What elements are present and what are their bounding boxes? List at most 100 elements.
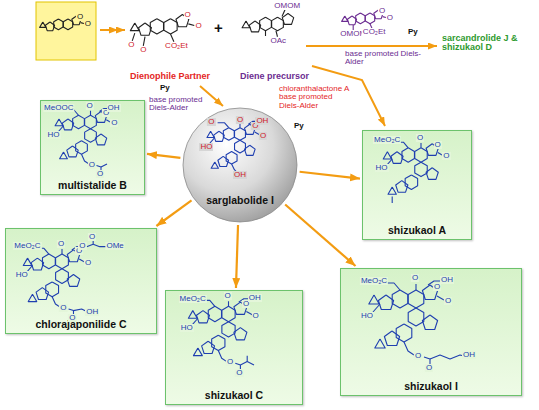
bond-line: [61, 249, 62, 254]
bond-line: [222, 322, 235, 337]
bond-line: [378, 295, 393, 309]
bond-line: [369, 295, 379, 304]
bond-line: [101, 164, 107, 167]
bond-line: [244, 145, 255, 155]
bond-line: [415, 148, 427, 162]
bond-line: [392, 290, 408, 308]
atom-label: O: [414, 352, 422, 360]
atom-label: HO: [375, 164, 389, 172]
bond-line: [247, 356, 248, 362]
atom-label: OH: [248, 294, 262, 302]
bond-line: [130, 23, 139, 31]
atom-label: HO: [360, 312, 374, 320]
molecule: [383, 142, 443, 203]
atom-label: O: [76, 13, 84, 21]
bond-line: [240, 362, 254, 365]
atom-label: MeO₂C: [373, 136, 401, 144]
bond-line: [56, 254, 69, 269]
bond-line: [36, 288, 48, 300]
atom-label: O: [183, 11, 191, 19]
atom-label: O: [433, 141, 441, 149]
atom-label: OH: [85, 308, 99, 316]
bond-line: [222, 306, 235, 321]
bond-line: [85, 129, 97, 143]
atom-label: HO: [180, 324, 194, 332]
atom-label: O: [88, 161, 96, 169]
bond-line: [408, 308, 424, 326]
atom-label: O: [378, 7, 386, 15]
bond-line: [73, 115, 85, 129]
atom-label: O: [411, 274, 419, 282]
atom-label: O: [236, 116, 244, 124]
atom-label: CO₂Et: [164, 42, 189, 50]
atom-label: O: [442, 152, 450, 160]
bond-line: [228, 301, 229, 306]
atom-label: O: [223, 292, 231, 300]
reaction-arrow: [236, 225, 238, 288]
atom-label: MeO₂C: [360, 277, 388, 285]
reaction-arrow: [156, 200, 191, 226]
product-box: shizukaol C: [165, 290, 303, 405]
bond-line: [67, 275, 79, 287]
atom-label: CO₂Et: [362, 28, 387, 36]
atom-label: HO: [47, 131, 61, 139]
atom-label: O: [444, 297, 452, 305]
compound-name: chlorajaponilide C: [35, 318, 126, 333]
bond-line: [415, 162, 427, 176]
atom-label: OH: [462, 351, 476, 359]
atom-label: O: [84, 20, 92, 28]
reaction-label: chloranthalactone A base promoted Diels-…: [279, 85, 355, 110]
bond-line: [342, 16, 348, 21]
atom-label: O: [226, 358, 234, 366]
bond-line: [396, 181, 408, 193]
bond-line: [282, 10, 285, 17]
bond-line: [87, 241, 94, 247]
atom-label: O: [207, 118, 215, 126]
bond-line: [265, 31, 266, 36]
bond-line: [239, 124, 240, 128]
bond-line: [365, 13, 374, 24]
bond-line: [373, 304, 380, 312]
sphere-shape: [183, 108, 297, 222]
bond-line: [85, 115, 97, 129]
product-box: shizukaol I: [340, 268, 522, 396]
start-material-box: [36, 2, 96, 60]
molecule: [207, 121, 260, 171]
bond-line: [426, 168, 438, 180]
bond-line: [28, 294, 37, 301]
compound-name: shizukaol I: [404, 380, 458, 395]
bond-line: [384, 331, 399, 345]
bond-line: [391, 152, 403, 164]
atom-label: O: [110, 119, 118, 127]
atom-label: O: [433, 283, 441, 291]
bond-line: [383, 152, 391, 159]
atom-label: O: [235, 369, 243, 377]
reaction-label: Py: [160, 84, 180, 92]
atom-label: OMOM: [273, 2, 301, 10]
atom-label: HO: [15, 271, 29, 279]
atom-label: OAc: [269, 37, 287, 45]
atom-label: O: [85, 102, 93, 110]
structure-drawing: [166, 291, 304, 406]
bond-line: [249, 21, 260, 32]
bond-line: [272, 17, 284, 31]
bond-line: [392, 197, 393, 203]
bond-line: [218, 123, 229, 128]
reaction-label: Diene precursor: [240, 72, 320, 81]
atom-label: O: [386, 14, 394, 22]
bond-line: [150, 19, 163, 34]
bond-line: [54, 19, 63, 30]
bond-line: [202, 341, 215, 353]
bond-line: [60, 152, 68, 159]
product-box: multistalide B: [40, 100, 145, 195]
reaction-label: base promoted Diels-Alder: [345, 50, 430, 67]
bond-line: [23, 258, 32, 265]
atom-label: MeO₂C: [179, 295, 207, 303]
bond-line: [356, 13, 365, 24]
bond-line: [422, 315, 437, 329]
reaction-arrow: [285, 204, 355, 266]
bond-line: [415, 284, 416, 290]
bond-line: [56, 269, 69, 284]
bond-line: [218, 156, 229, 166]
bond-line: [67, 146, 78, 157]
